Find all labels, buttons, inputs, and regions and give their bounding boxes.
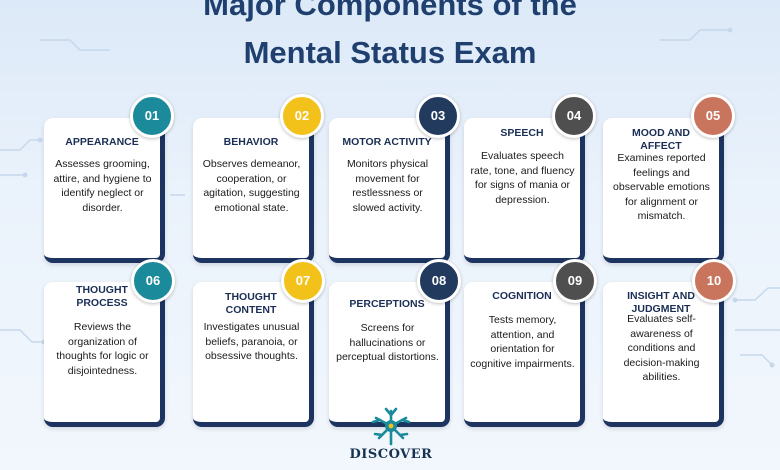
logo-text: DISCOVER <box>349 447 433 462</box>
number-badge-07: 07 <box>281 259 325 303</box>
discover-logo: DISCOVER <box>349 406 433 462</box>
number-badge-08: 08 <box>417 259 461 303</box>
card-description: Tests memory, attention, and orientation… <box>470 314 575 370</box>
card-description: Reviews the organization of thoughts for… <box>56 321 149 377</box>
card-motor-activity: MOTOR ACTIVITY Monitors physical movemen… <box>329 118 450 263</box>
card-title: MOOD AND AFFECT <box>632 127 690 152</box>
card-title: MOTOR ACTIVITY <box>342 136 432 148</box>
card-description: Screens for hallucinations or perceptual… <box>336 322 439 363</box>
card-description: Evaluates speech rate, tone, and fluency… <box>470 150 575 206</box>
number-badge-05: 05 <box>691 94 735 138</box>
card-insight-and-judgment: INSIGHT AND JUDGMENT Evaluates self-awar… <box>603 282 724 427</box>
card-title: INSIGHT AND JUDGMENT <box>627 290 695 315</box>
card-title: SPEECH <box>500 127 544 139</box>
card-title: THOUGHT CONTENT <box>225 291 277 316</box>
card-title: THOUGHT PROCESS <box>76 284 128 309</box>
card-mood-and-affect: MOOD AND AFFECT Examines reported feelin… <box>603 118 724 263</box>
card-title: BEHAVIOR <box>223 136 279 148</box>
card-description: Evaluates self-awareness of conditions a… <box>623 313 700 383</box>
card-cognition: COGNITION Tests memory, attention, and o… <box>464 282 585 427</box>
number-badge-03: 03 <box>416 94 460 138</box>
card-title: PERCEPTIONS <box>349 298 425 310</box>
card-title: COGNITION <box>492 290 552 302</box>
card-thought-content: THOUGHT CONTENT Investigates unusual bel… <box>193 282 314 427</box>
card-perceptions: PERCEPTIONS Screens for hallucinations o… <box>329 282 450 427</box>
card-description: Monitors physical movement for restlessn… <box>346 158 429 214</box>
number-badge-01: 01 <box>130 94 174 138</box>
card-title: APPEARANCE <box>65 136 139 148</box>
card-description: Examines reported feelings and observabl… <box>613 152 710 222</box>
number-badge-10: 10 <box>692 259 736 303</box>
number-badge-09: 09 <box>553 259 597 303</box>
number-badge-02: 02 <box>280 94 324 138</box>
page-title-line-1: Major Components of the <box>203 0 577 22</box>
card-description: Observes demeanor, cooperation, or agita… <box>202 158 301 214</box>
card-description: Assesses grooming, attire, and hygiene t… <box>53 158 152 214</box>
card-description: Investigates unusual beliefs, paranoia, … <box>203 321 300 362</box>
card-speech: SPEECH Evaluates speech rate, tone, and … <box>464 118 585 263</box>
number-badge-06: 06 <box>131 259 175 303</box>
card-behavior: BEHAVIOR Observes demeanor, cooperation,… <box>193 118 314 263</box>
card-appearance: APPEARANCE Assesses grooming, attire, an… <box>44 118 165 263</box>
number-badge-04: 04 <box>552 94 596 138</box>
neuron-icon <box>371 407 411 446</box>
card-thought-process: THOUGHT PROCESS Reviews the organization… <box>44 282 165 427</box>
page-title-line-2: Mental Status Exam <box>243 35 537 70</box>
